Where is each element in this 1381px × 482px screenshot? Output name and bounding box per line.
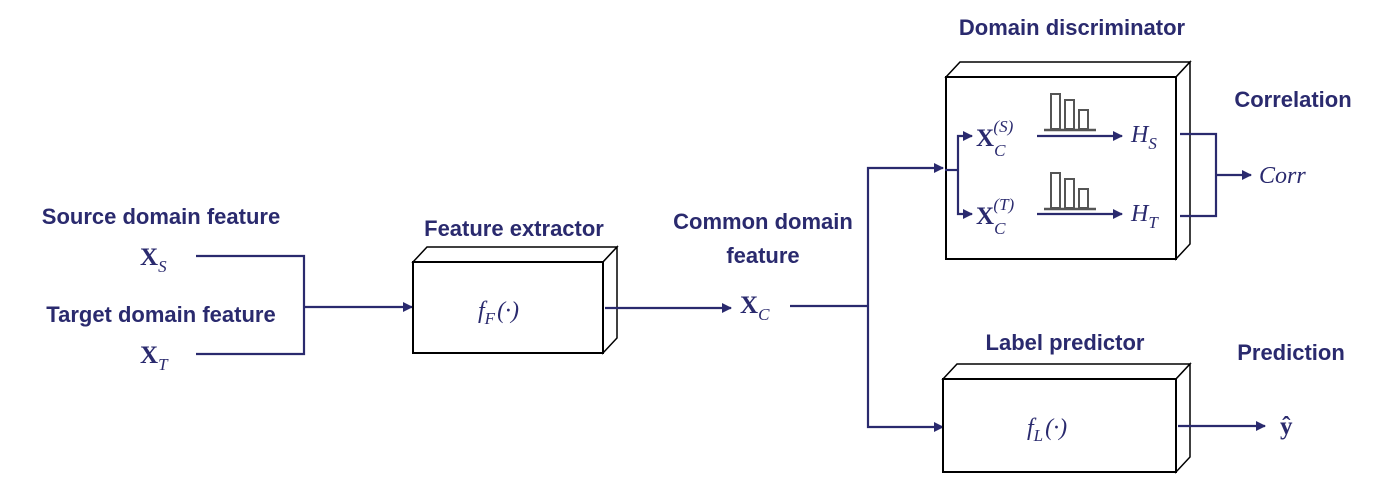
target-histogram-symbol: HT: [1130, 201, 1159, 232]
fork-to-source-arrow: [956, 131, 973, 170]
correlation-symbol: Corr: [1259, 163, 1306, 189]
target-domain-title: Target domain feature: [46, 302, 275, 327]
input-merge-wire: [196, 254, 306, 356]
label-predictor-title: Label predictor: [986, 330, 1145, 355]
prediction-symbol: ŷ: [1280, 413, 1293, 440]
fork-to-target-arrow: [956, 170, 973, 219]
source-histogram-symbol: HS: [1130, 122, 1157, 153]
histogram-icon: [1044, 172, 1096, 211]
histogram-icon: [1044, 93, 1096, 132]
target-feature-symbol: XT: [140, 342, 169, 374]
label-predictor-box: [941, 362, 1192, 474]
common-domain-title-line1: Common domain: [673, 209, 853, 234]
common-to-predictor-arrow: [866, 306, 944, 432]
common-feature-symbol: XC: [740, 292, 770, 324]
common-to-discriminator-arrow: [866, 163, 944, 306]
feature-extractor-box: [411, 245, 619, 355]
extractor-function-symbol: fF(·): [478, 298, 519, 328]
source-common-feature-symbol: XC(S): [976, 117, 1014, 160]
feature-extractor-title: Feature extractor: [424, 216, 604, 241]
common-domain-title-line2: feature: [726, 243, 799, 268]
domain-discriminator-title: Domain discriminator: [959, 15, 1186, 40]
source-feature-symbol: XS: [140, 244, 167, 276]
source-domain-title: Source domain feature: [42, 204, 280, 229]
target-common-feature-symbol: XC(T): [976, 195, 1015, 238]
prediction-title: Prediction: [1237, 340, 1345, 365]
correlation-title: Correlation: [1234, 87, 1351, 112]
predictor-function-symbol: fL(·): [1027, 415, 1067, 445]
